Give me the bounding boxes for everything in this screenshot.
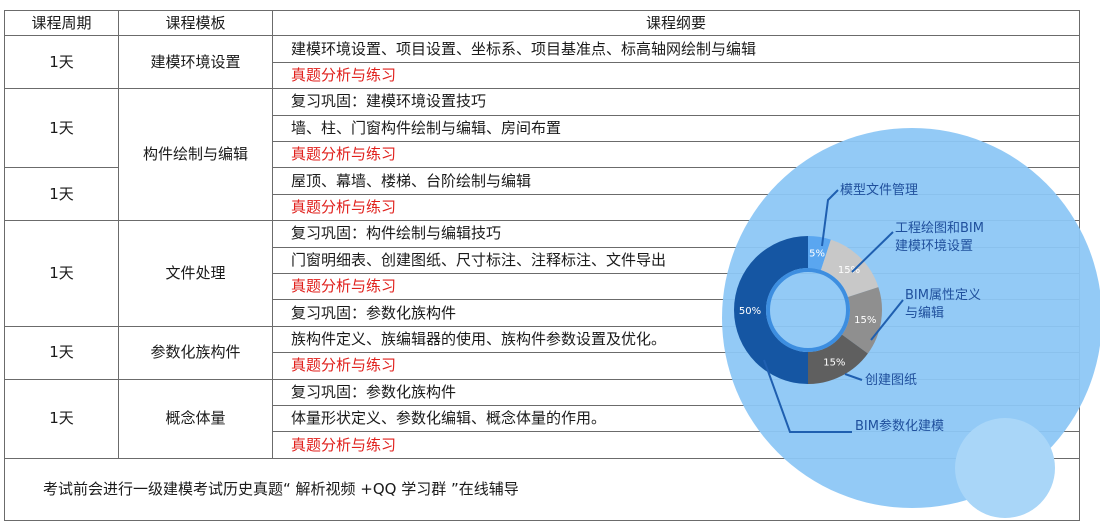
percent-label: 50% — [739, 306, 761, 317]
percent-label: 15% — [838, 265, 860, 276]
module-cell: 概念体量 — [118, 378, 273, 459]
module-cell: 构件绘制与编辑 — [118, 88, 273, 222]
outline-item: 复习巩固：建模环境设置技巧 — [272, 88, 1080, 116]
callout-attr-line1: BIM属性定义 — [905, 288, 981, 303]
table-row: 1天构件绘制与编辑复习巩固：建模环境设置技巧 — [4, 88, 1080, 222]
leader-line-model-file — [821, 189, 839, 247]
callout-attr-line2: 与编辑 — [905, 306, 944, 321]
leader-line-drawing — [851, 231, 894, 273]
leader-line-sheets — [844, 373, 863, 381]
percent-labels: 5% 15% 15% 15% 50% — [739, 249, 877, 369]
period-cell: 1天 — [4, 220, 119, 327]
header-cell: 课程周期 — [4, 9, 119, 37]
table-row: 1天建模环境设置建模环境设置、项目设置、坐标系、项目基准点、标高轴网绘制与编辑 — [4, 35, 1080, 90]
outline-item: 建模环境设置、项目设置、坐标系、项目基准点、标高轴网绘制与编辑 — [272, 35, 1080, 63]
percent-label: 15% — [823, 358, 845, 369]
small-bubble — [955, 418, 1055, 518]
exercise-item: 真题分析与练习 — [272, 61, 1080, 90]
callout-drawing-line2: 建模环境设置 — [895, 239, 973, 254]
donut-segment — [820, 239, 879, 298]
callout-sheets: 创建图纸 — [865, 373, 917, 388]
period-cell: 1天 — [4, 167, 119, 222]
leader-line-param — [763, 359, 852, 433]
leader-lines — [763, 189, 904, 433]
donut-segment — [808, 334, 868, 384]
callout-drawing-line1: 工程绘图和BIM — [895, 221, 984, 236]
period-cell: 1天 — [4, 88, 119, 169]
period-cell: 1天 — [4, 35, 119, 90]
percent-label: 5% — [809, 249, 825, 260]
donut-segment — [841, 287, 882, 354]
header-cell: 课程模板 — [118, 9, 273, 37]
background-bubble — [722, 128, 1100, 508]
donut-segments — [734, 236, 882, 384]
donut-inner-ring — [766, 268, 850, 352]
period-cell: 1天 — [4, 378, 119, 459]
callout-param: BIM参数化建模 — [855, 418, 944, 434]
callout-model-file: 模型文件管理 — [840, 183, 918, 198]
leader-line-attributes — [870, 299, 904, 341]
donut-segment — [734, 236, 808, 384]
table-row: 真题分析与练习 — [5, 61, 1080, 90]
percent-label: 15% — [854, 315, 876, 326]
donut-segment — [808, 236, 831, 271]
module-cell: 文件处理 — [118, 220, 273, 327]
